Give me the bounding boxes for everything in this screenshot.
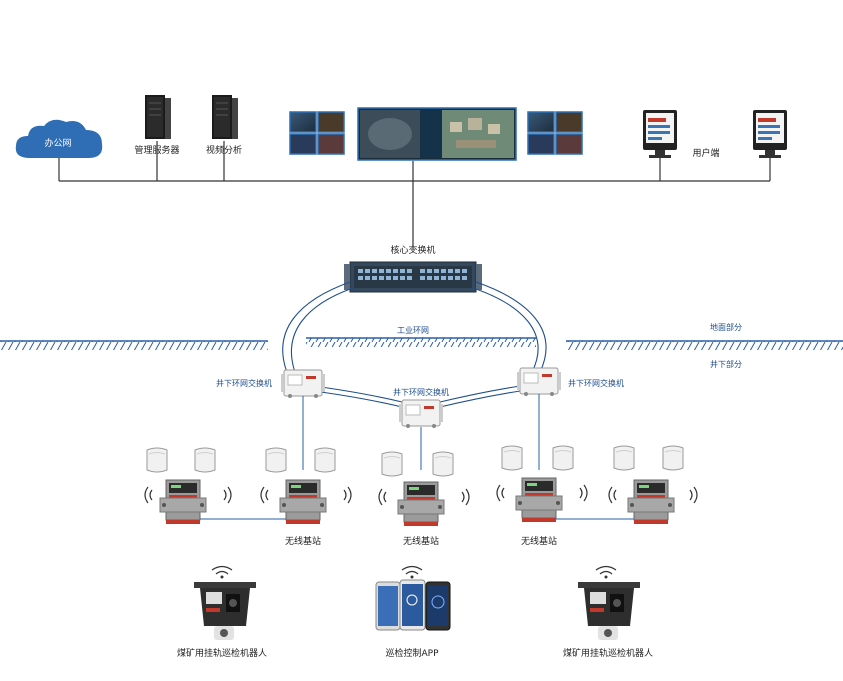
panel-antenna-icon [314, 447, 336, 473]
rail-robot-icon [578, 582, 640, 640]
panel-antenna-icon [381, 451, 403, 477]
robot-right-label: 煤矿用挂轨巡检机器人 [563, 647, 653, 659]
wifi-signal-icon [378, 488, 387, 506]
ring-switch-right-label: 井下环网交换机 [568, 378, 624, 388]
surface-part-label: 地面部分 [710, 322, 742, 332]
panel-antenna-icon [265, 447, 287, 473]
panel-antenna-icon [662, 445, 684, 471]
base-station-1-label: 无线基站 [285, 535, 321, 547]
video-wall-right-icon [527, 111, 583, 155]
base-station-icon [159, 479, 207, 525]
video-analysis: 视频分析 [206, 94, 242, 156]
wifi-signal-icon [144, 486, 153, 504]
server-tower-icon [211, 94, 239, 140]
wifi-signal-icon [689, 486, 698, 504]
server-tower-icon [144, 94, 172, 140]
base-station-2-label: 无线基站 [403, 535, 439, 547]
wifi-signal-icon [211, 565, 233, 580]
panel-antenna-icon [432, 451, 454, 477]
core-switch: 核心交换机 [344, 244, 482, 293]
explosion-proof-switch-icon [280, 369, 326, 399]
underground-part-label: 井下部分 [710, 359, 742, 369]
lan-bus [58, 141, 771, 250]
desktop-pc-icon [753, 110, 787, 158]
ring-switch-center: 井下环网交换机 [393, 387, 449, 429]
wifi-signal-icon [223, 486, 232, 504]
ring-switch-left-label: 井下环网交换机 [216, 378, 272, 388]
patrol-app-label: 巡检控制APP [385, 647, 439, 659]
base-station-3-label: 无线基站 [521, 535, 557, 547]
wifi-signal-icon [260, 486, 269, 504]
video-wall-left-icon [289, 111, 345, 155]
rail-robot-icon [194, 582, 256, 640]
ground-line [0, 337, 843, 350]
video-wall [289, 107, 583, 161]
panel-antenna-icon [552, 445, 574, 471]
office-net-label: 办公网 [44, 137, 71, 149]
base-station-icon [627, 479, 675, 525]
video-wall-center [357, 107, 517, 161]
wireless-base-station-2: 无线基站 [378, 451, 470, 547]
user-terminals: 用户端 [643, 110, 787, 159]
panel-antenna-icon [146, 447, 168, 473]
smartphone-icon [375, 579, 451, 631]
panel-antenna-icon [613, 445, 635, 471]
wifi-signal-icon [461, 488, 470, 506]
robot-left-label: 煤矿用挂轨巡检机器人 [177, 647, 267, 659]
wifi-signal-icon [496, 484, 505, 502]
wireless-base-station-3: 无线基站 [496, 445, 588, 547]
explosion-proof-switch-icon [398, 399, 444, 429]
switch-links [302, 394, 540, 470]
base-station-icon [397, 481, 445, 527]
desktop-pc-icon [643, 110, 677, 158]
panel-antenna-icon [501, 445, 523, 471]
wifi-signal-icon [608, 486, 617, 504]
wireless-base-station-unit [608, 445, 698, 525]
base-station-icon [279, 479, 327, 525]
wifi-signal-icon [595, 565, 617, 580]
mgmt-server-label: 管理服务器 [134, 144, 179, 156]
patrol-app: 巡检控制APP [375, 565, 451, 659]
base-station-icon [515, 477, 563, 523]
ring-switch-right: 井下环网交换机 [516, 367, 624, 397]
rack-switch-icon [344, 261, 482, 293]
ring-switch-center-label: 井下环网交换机 [393, 387, 449, 397]
core-switch-label: 核心交换机 [390, 244, 435, 256]
wifi-signal-icon [343, 486, 352, 504]
user-terminal-label: 用户端 [692, 147, 719, 159]
wifi-signal-icon [401, 565, 423, 580]
wireless-base-station-1: 无线基站 [260, 447, 352, 547]
inspection-robot-left: 煤矿用挂轨巡检机器人 [177, 565, 267, 659]
ring-switch-left: 井下环网交换机 [216, 369, 326, 399]
wireless-base-station-unit [144, 447, 232, 525]
cloud-icon [15, 119, 103, 158]
wifi-signal-icon [579, 484, 588, 502]
industrial-ring-label: 工业环网 [397, 325, 429, 335]
mgmt-server: 管理服务器 [134, 94, 180, 156]
explosion-proof-switch-icon [516, 367, 562, 397]
panel-antenna-icon [194, 447, 216, 473]
video-analysis-label: 视频分析 [206, 144, 242, 156]
office-net-cloud: 办公网 [15, 119, 103, 158]
inspection-robot-right: 煤矿用挂轨巡检机器人 [563, 565, 653, 659]
